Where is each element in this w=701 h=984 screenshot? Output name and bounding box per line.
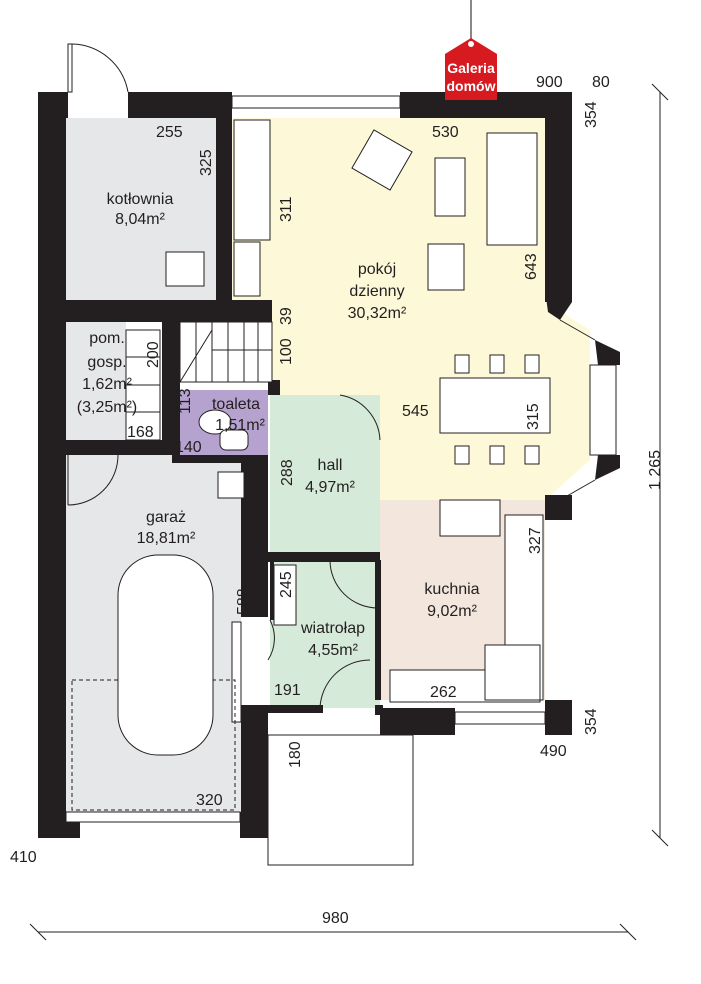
room-name-kotlownia: kotłownia [107, 191, 174, 208]
dim-643: 643 [523, 253, 540, 280]
room-name-pokoj: pokój [358, 261, 396, 278]
dim-354-bottom: 354 [583, 708, 600, 735]
room-name-toaleta: toaleta [212, 396, 260, 413]
room-area2-pom: (3,25m²) [77, 399, 137, 416]
logo-line2: domów [447, 78, 496, 94]
dim-80: 80 [592, 74, 610, 91]
dim-140: 140 [175, 439, 202, 456]
room-name-garaz: garaż [146, 509, 186, 526]
dim-327: 327 [527, 527, 544, 554]
dim-980: 980 [322, 910, 349, 927]
room-area-toaleta: 1,51m² [215, 417, 265, 434]
room-labels: kotłownia 8,04m² pokój dzienny 30,32m² p… [77, 191, 480, 659]
room-name2-pokoj: dzienny [349, 283, 404, 300]
stairs [125, 321, 273, 441]
room-fill-pom-gosp [66, 322, 126, 442]
dimension-lines [29, 83, 669, 941]
room-area-pokoj: 30,32m² [348, 305, 407, 322]
dim-410: 410 [10, 849, 37, 866]
dim-325: 325 [198, 149, 215, 176]
dim-1265: 1 265 [647, 450, 664, 490]
dim-545: 545 [402, 403, 429, 420]
dim-200: 200 [145, 341, 162, 368]
dim-100: 100 [278, 338, 295, 365]
logo-line1: Galeria [447, 60, 495, 76]
dim-262: 262 [430, 684, 457, 701]
galeria-domow-logo: Galeria domów [445, 0, 497, 100]
room-name-kuchnia: kuchnia [424, 581, 479, 598]
room-name-wiatrolap: wiatrołap [300, 620, 365, 637]
dim-490: 490 [540, 743, 567, 760]
room-area-garaz: 18,81m² [137, 530, 196, 547]
room-area-wiatrolap: 4,55m² [308, 642, 358, 659]
dim-180: 180 [287, 741, 304, 768]
dim-168: 168 [127, 424, 154, 441]
room-area-hall: 4,97m² [305, 479, 355, 496]
furniture [71, 119, 551, 866]
dim-255: 255 [156, 124, 183, 141]
dim-113: 113 [177, 388, 194, 414]
windows [65, 95, 617, 823]
dim-311: 311 [278, 196, 295, 222]
walls [38, 92, 620, 838]
room-name-hall: hall [318, 457, 343, 474]
dim-320: 320 [196, 792, 223, 809]
room-name-pom: pom. [89, 330, 125, 347]
dim-315: 315 [525, 403, 542, 430]
dim-288: 288 [279, 459, 296, 486]
room-name2-pom: gosp. [87, 354, 126, 371]
dim-191: 191 [274, 682, 301, 699]
room-fill-hall [270, 395, 380, 552]
dim-245: 245 [278, 571, 295, 598]
dim-588: 588 [235, 588, 252, 615]
room-area-pom: 1,62m² [82, 376, 132, 393]
doors [67, 43, 381, 709]
room-area-kuchnia: 9,02m² [427, 603, 477, 620]
dim-530: 530 [432, 124, 459, 141]
dim-354-top: 354 [583, 101, 600, 128]
dim-900: 900 [536, 74, 563, 91]
dimension-labels: 255 325 530 311 643 900 80 354 39 100 20… [10, 74, 664, 927]
room-area-kotlownia: 8,04m² [115, 211, 165, 228]
dim-39: 39 [278, 307, 295, 325]
